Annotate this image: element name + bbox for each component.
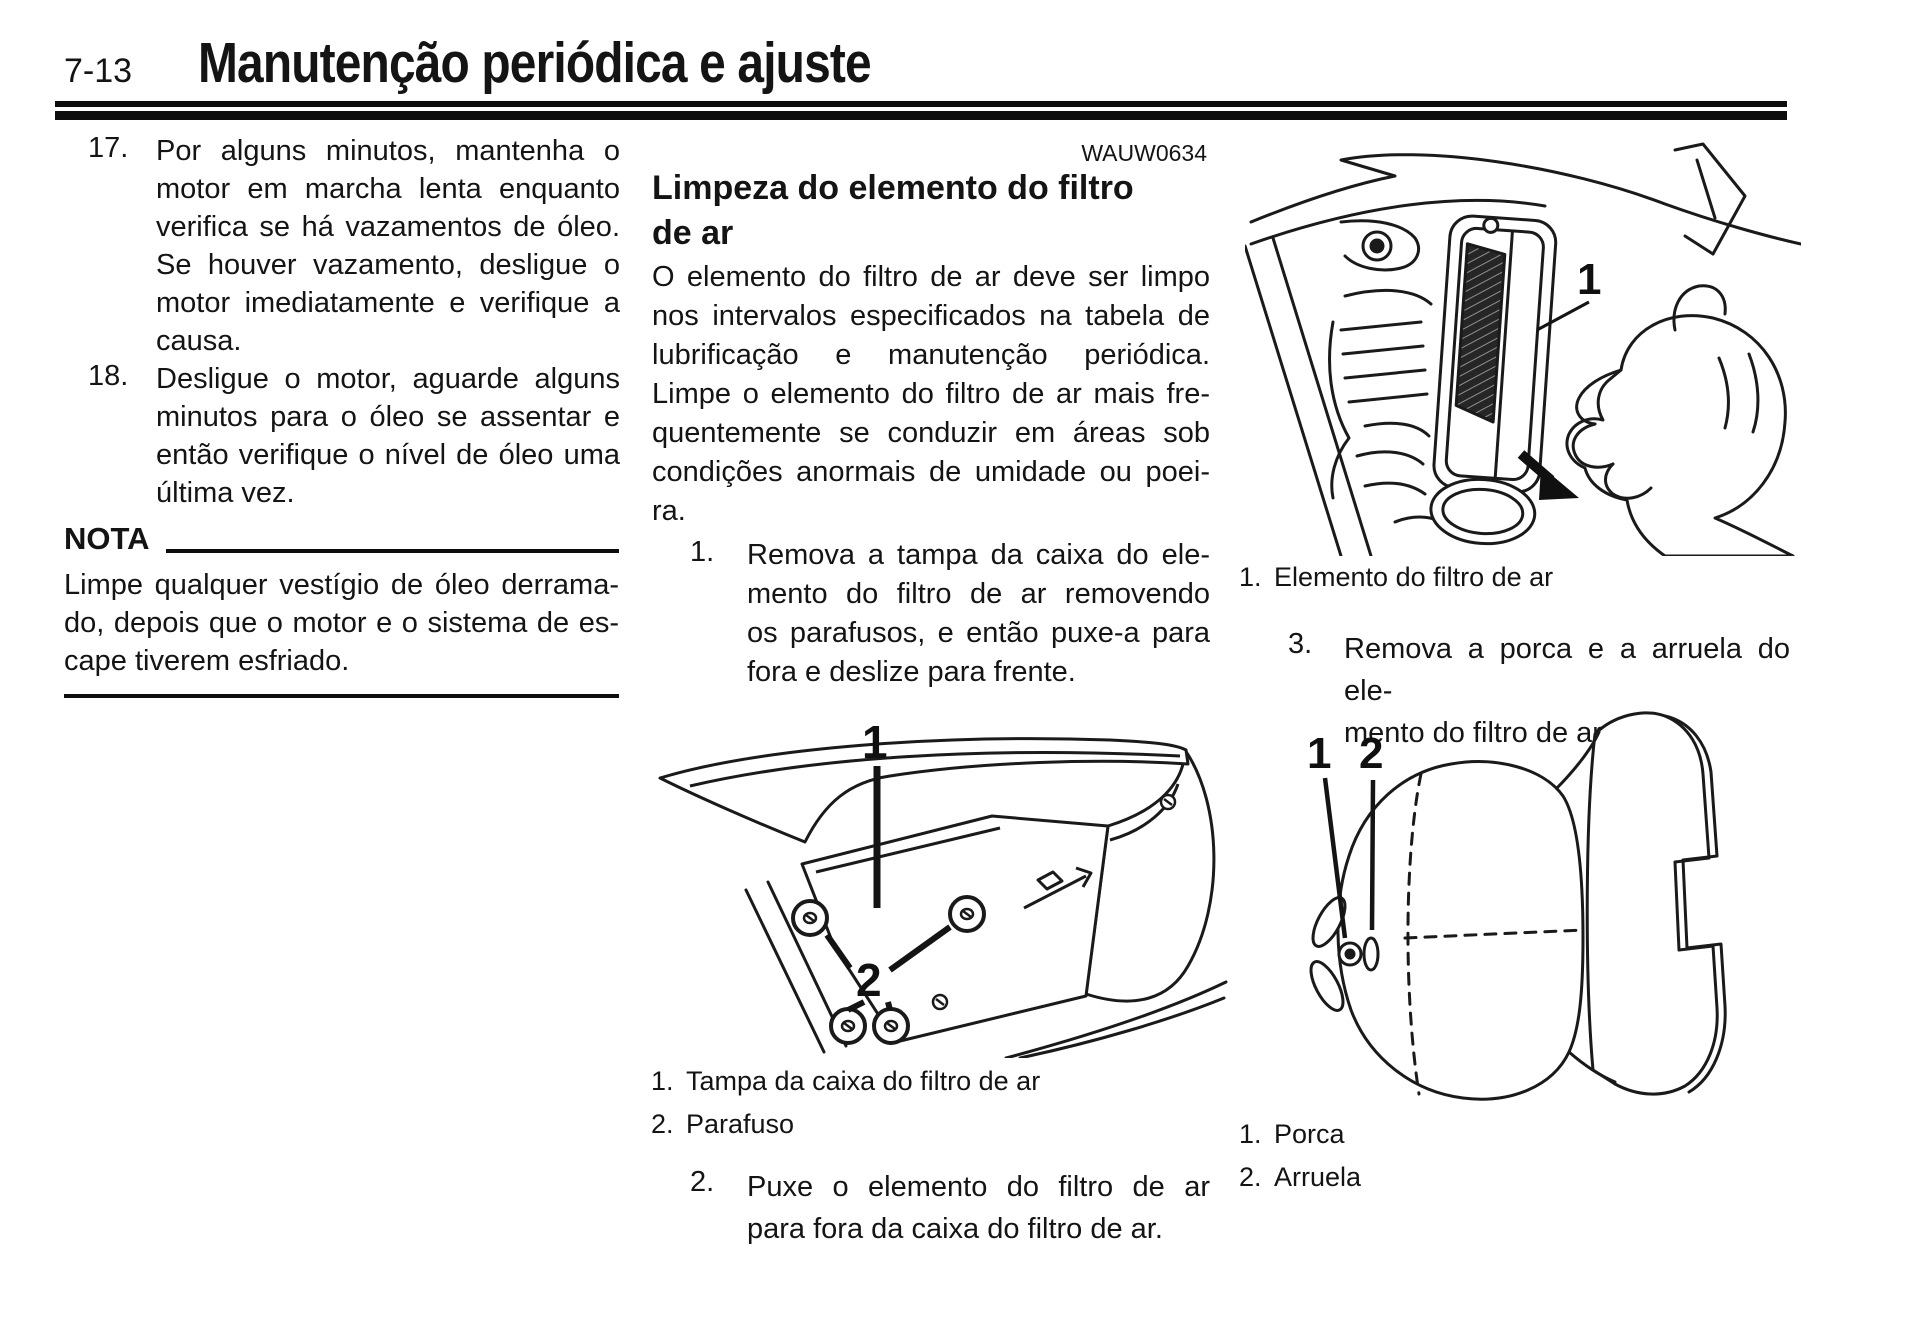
foam-element-outline xyxy=(1336,730,1617,1101)
figure-air-filter-element-removal: 1 xyxy=(1245,142,1801,556)
header-page-number: 7-13 xyxy=(64,52,133,90)
callout-pointer-lines xyxy=(824,766,952,1013)
caption-number: 2. xyxy=(651,1109,674,1139)
step-text-2: Puxe o elemento do filtro de ar para fora… xyxy=(747,1166,1210,1250)
text-line: os parafusos, e então puxe-a para xyxy=(747,617,1210,649)
text-line: fora e deslize para frente. xyxy=(747,656,1076,688)
text-line: lubrificação e manutenção periódica. xyxy=(652,339,1210,371)
callout-pointer-line xyxy=(1536,300,1590,332)
hand-outline xyxy=(1565,284,1795,556)
screw-heads xyxy=(802,907,975,1033)
figure-element-nut-washer: 1 2 xyxy=(1307,711,1727,1101)
text-line: do, depois que o motor e o sistema de es… xyxy=(64,607,619,639)
text-line: mento do filtro de ar removendo xyxy=(747,578,1210,610)
text-line: Remova a tampa da caixa do ele- xyxy=(747,539,1210,571)
caption-number: 1. xyxy=(1239,562,1262,592)
callout-1-cover: 1 xyxy=(862,716,888,768)
callout-2-screws: 2 xyxy=(856,954,882,1006)
header-rule-thin xyxy=(55,101,1787,107)
step-number-2: 2. xyxy=(690,1166,715,1198)
figure-code: WAUW0634 xyxy=(1081,140,1207,166)
step-text-17: Por alguns minutos, mantenha o motor em m… xyxy=(156,132,620,360)
caption-cover: 1. Tampa da caixa do filtro de ar xyxy=(651,1066,1040,1097)
step-text-3: Remova a porca e a arruela do ele-mento … xyxy=(1344,628,1790,754)
caption-text: Tampa da caixa do filtro de ar xyxy=(686,1066,1041,1096)
text-line: Limpe o elemento do filtro de ar mais fr… xyxy=(652,378,1210,410)
page-title-text: Manutenção periódica e ajuste xyxy=(198,31,872,95)
step-text-18: Desligue o motor, aguarde alguns minutos … xyxy=(156,360,620,512)
step-number-18: 18. xyxy=(88,360,129,392)
text-line: verifica se há vazamentos de óleo. xyxy=(156,211,620,243)
callout-1-nut: 1 xyxy=(1307,729,1331,778)
step-text-1: Remova a tampa da caixa do ele-mento do … xyxy=(747,536,1210,692)
rear-wheel-arc xyxy=(1004,980,1228,1058)
text-line: O elemento do filtro de ar deve ser limp… xyxy=(652,261,1210,293)
note-paragraph: Limpe qualquer vestígio de óleo derrama-… xyxy=(64,566,619,680)
caption-screw: 2. Parafuso xyxy=(651,1109,794,1140)
text-line: motor em marcha lenta enquanto xyxy=(156,173,620,205)
panel-screws xyxy=(931,793,1177,1011)
text-line: para fora da caixa do filtro de ar. xyxy=(747,1213,1163,1245)
holder-plate-outline xyxy=(1585,711,1727,1096)
step-number-3: 3. xyxy=(1288,628,1313,660)
page-title: Manutenção periódica e ajuste xyxy=(198,30,999,96)
text-line: nos intervalos especificados na tabela d… xyxy=(652,300,1210,332)
callout-pointer-lines xyxy=(1322,777,1376,939)
intro-paragraph: O elemento do filtro de ar deve ser limp… xyxy=(652,258,1210,531)
caption-number: 1. xyxy=(651,1066,674,1096)
caption-text: Parafuso xyxy=(686,1109,795,1139)
step-number-17: 17. xyxy=(88,132,129,164)
text-line: Por alguns minutos, mantenha o xyxy=(156,135,620,167)
filter-media-hatch xyxy=(1454,242,1507,424)
caption-washer: 2. Arruela xyxy=(1239,1162,1361,1193)
callout-2-washer: 2 xyxy=(1359,729,1383,778)
text-line: causa. xyxy=(156,325,242,357)
step-number-1: 1. xyxy=(690,536,715,568)
text-line: motor imediatamente e verifique a xyxy=(156,287,620,319)
rear-cowl-outline xyxy=(1084,748,1216,1003)
caption-number: 1. xyxy=(1239,1119,1262,1149)
seat-outline xyxy=(658,737,1190,844)
text-line: de ar xyxy=(652,214,734,252)
note-end-rule xyxy=(64,694,619,698)
frame-and-engine-lines xyxy=(1245,142,1801,556)
note-heading-rule xyxy=(166,549,619,553)
header-rule-thick xyxy=(55,111,1787,120)
pull-direction-arrow xyxy=(1517,450,1579,500)
text-line: condições anormais de umidade ou poei- xyxy=(652,456,1210,488)
text-line: Puxe o elemento do filtro de ar xyxy=(747,1171,1210,1203)
text-line: quentemente se conduzir em áreas sob xyxy=(652,417,1210,449)
caption-nut: 1. Porca xyxy=(1239,1119,1345,1150)
caption-text: Arruela xyxy=(1274,1162,1362,1192)
text-line: ra. xyxy=(652,495,686,527)
text-line: então verifique o nível de óleo uma xyxy=(156,439,620,471)
text-line: minutos para o óleo se assentar e xyxy=(156,401,620,433)
text-line: Limpeza do elemento do filtro xyxy=(652,169,1134,207)
section-heading: Limpeza do elemento do filtro de ar xyxy=(652,166,1210,256)
text-line: Desligue o motor, aguarde alguns xyxy=(156,363,620,395)
text-line: Limpe qualquer vestígio de óleo derrama- xyxy=(64,569,619,601)
text-line: última vez. xyxy=(156,477,295,509)
wing-nut-and-washer xyxy=(1309,896,1380,1012)
text-line: cape tiverem esfriado. xyxy=(64,645,350,677)
caption-element: 1. Elemento do filtro de ar xyxy=(1239,562,1553,593)
air-filter-element-outline xyxy=(1429,214,1558,546)
callout-1-element: 1 xyxy=(1577,255,1601,304)
text-line: Se houver vazamento, desligue o xyxy=(156,249,620,281)
note-label: NOTA xyxy=(64,521,150,556)
caption-text: Porca xyxy=(1274,1119,1345,1149)
text-line: Remova a porca e a arruela do ele- xyxy=(1344,633,1790,707)
caption-number: 2. xyxy=(1239,1162,1262,1192)
text-line: mento do filtro de ar. xyxy=(1344,717,1609,749)
figure-air-filter-box-cover: 1 2 xyxy=(658,716,1228,1058)
caption-text: Elemento do filtro de ar xyxy=(1274,562,1554,592)
